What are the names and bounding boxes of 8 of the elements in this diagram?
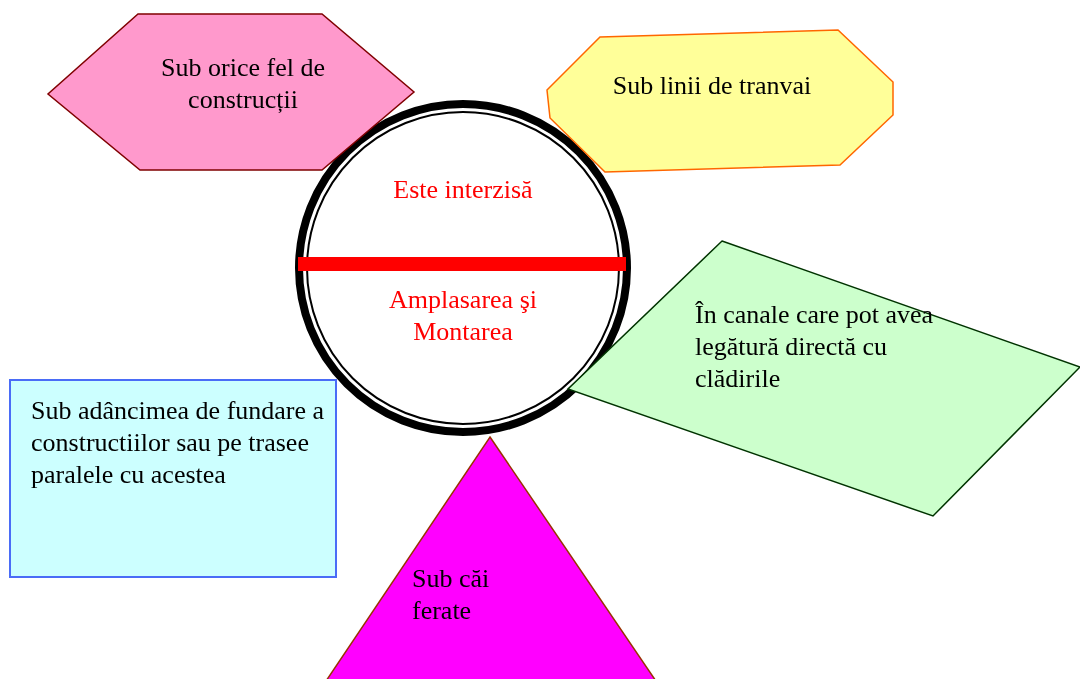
node-text: În canale care pot avea legătură directă cu clădirile bbox=[695, 299, 935, 395]
text-box bbox=[9, 379, 337, 578]
node-text: Sub linii de tranvai bbox=[611, 70, 813, 102]
node-text: Sub căi ferate bbox=[412, 563, 491, 627]
node-text: Sub orice fel de construcții bbox=[160, 52, 326, 116]
node-text: Amplasarea şi Montarea bbox=[388, 284, 538, 348]
node-text: Sub adâncimea de fundare a constructiilor sau pe trasee paralele cu acestea bbox=[31, 395, 326, 491]
node-text: Este interzisă bbox=[392, 174, 534, 206]
